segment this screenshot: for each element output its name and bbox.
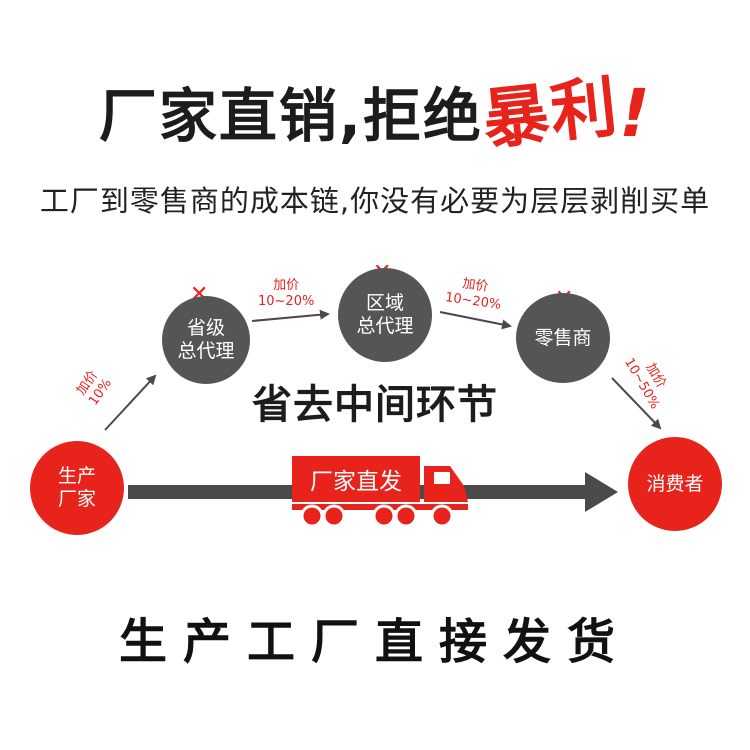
price-label-2-line1: 加价 (273, 278, 300, 293)
price-label-2: 加价 10~20% (258, 278, 314, 310)
arrow-region-to-retailer (439, 311, 512, 330)
direct-arrow-head (585, 472, 618, 512)
node-producer-line2: 厂家 (57, 488, 96, 510)
truck-label: 厂家直发 (310, 469, 402, 495)
node-region: 区域 总代理 (338, 268, 432, 362)
node-province-line2: 总代理 (177, 340, 235, 362)
bottom-banner (30, 562, 690, 624)
arrow-retailer-to-consumer (611, 377, 662, 430)
node-retailer-label: 零售商 (534, 326, 592, 349)
node-province: 省级 总代理 (162, 296, 250, 384)
middle-text: 省去中间环节 (252, 382, 498, 428)
node-region-line2: 总代理 (356, 315, 414, 337)
node-province-line1: 省级 (186, 317, 225, 339)
node-consumer: 消费者 (628, 437, 722, 531)
subline: 工厂到零售商的成本链,你没有必要为层层剥削买单 (39, 184, 711, 218)
node-region-line1: 区域 (365, 292, 404, 314)
node-producer: 生产 厂家 (30, 441, 124, 535)
arrow-province-to-region (251, 309, 330, 322)
truck-icon: 厂家直发 (292, 450, 472, 530)
arrow-producer-to-province (104, 374, 157, 431)
price-label-2-line2: 10~20% (258, 294, 315, 309)
node-producer-line1: 生产 (57, 465, 96, 487)
node-retailer: 零售商 (516, 293, 610, 383)
headline-dark-part: 厂家直销,拒绝 (98, 82, 483, 150)
node-consumer-label: 消费者 (646, 472, 704, 495)
bottom-title: 生产工厂直接发货 (118, 614, 631, 670)
headline: 厂家直销,拒绝暴利! (0, 68, 750, 159)
